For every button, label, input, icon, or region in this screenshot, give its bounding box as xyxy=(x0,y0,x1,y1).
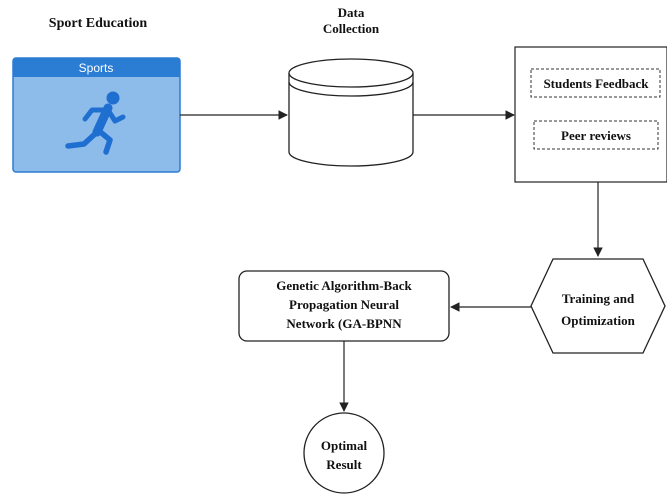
peer-reviews-label: Peer reviews xyxy=(561,128,631,143)
optimal-result-circle: Optimal Result xyxy=(303,412,385,494)
result-label-line-2: Result xyxy=(326,457,362,472)
training-label-line-2: Optimization xyxy=(561,313,635,328)
result-label-line-1: Optimal xyxy=(321,438,368,453)
students-feedback-label: Students Feedback xyxy=(543,76,649,91)
data-collection-title-line-2: Collection xyxy=(323,21,380,36)
sports-card: Sports xyxy=(12,57,181,173)
sports-card-label: Sports xyxy=(79,61,114,75)
model-label-line-3: Network (GA-BPNN xyxy=(286,316,402,331)
data-collection-title-line-1: Data xyxy=(338,5,365,20)
training-label-line-1: Training and xyxy=(562,291,635,306)
running-person-icon xyxy=(65,91,126,155)
sources-box: Students Feedback Peer reviews xyxy=(514,46,667,183)
training-optimization-hexagon: Training and Optimization xyxy=(530,258,666,354)
database-cylinder xyxy=(288,58,414,167)
ga-bpnn-model-box: Genetic Algorithm-Back Propagation Neura… xyxy=(238,270,450,342)
model-label-line-2: Propagation Neural xyxy=(289,297,399,312)
model-label-line-1: Genetic Algorithm-Back xyxy=(276,278,412,293)
sport-education-title: Sport Education xyxy=(49,16,148,31)
